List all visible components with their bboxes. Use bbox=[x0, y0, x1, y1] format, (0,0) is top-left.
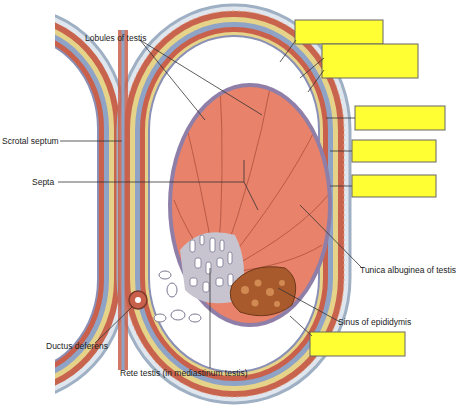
leader-line bbox=[326, 118, 355, 119]
part-label: Sinus of epididymis bbox=[338, 317, 411, 327]
answer-box bbox=[352, 140, 436, 162]
rete-tubule bbox=[217, 258, 223, 267]
leader-line bbox=[308, 70, 324, 92]
leader-line bbox=[244, 182, 258, 210]
epididymis bbox=[230, 267, 296, 316]
leader-line bbox=[140, 40, 205, 120]
rete-tubule bbox=[210, 238, 215, 252]
part-label: Scrotal septum bbox=[2, 136, 59, 146]
leader-line bbox=[244, 160, 245, 182]
tunica-albuginea bbox=[168, 83, 332, 327]
vessel bbox=[171, 310, 185, 320]
leader-line bbox=[210, 268, 211, 368]
ductus-lumen bbox=[135, 297, 141, 303]
left-scrotal-sac bbox=[55, 8, 126, 400]
fascia-layer bbox=[55, 25, 109, 383]
leader-line bbox=[330, 151, 352, 152]
leader-line bbox=[140, 40, 262, 115]
rete-testis bbox=[190, 235, 233, 292]
rete-tubule bbox=[216, 278, 223, 286]
vessel bbox=[189, 314, 201, 322]
part-label: Septa bbox=[32, 177, 54, 187]
answer-boxes bbox=[295, 20, 445, 356]
rete-tubule bbox=[190, 240, 195, 252]
answer-box bbox=[352, 175, 436, 197]
part-label: Rete testis (in mediastinum testis) bbox=[120, 368, 248, 378]
ductus-deferens bbox=[129, 291, 147, 309]
duct-section bbox=[241, 286, 249, 294]
leader-line bbox=[60, 141, 122, 142]
leader-line bbox=[290, 316, 312, 336]
cremaster-layer bbox=[55, 30, 104, 378]
leader-line bbox=[278, 288, 340, 322]
leader-line bbox=[280, 40, 296, 62]
answer-box bbox=[322, 44, 418, 78]
duct-section bbox=[252, 300, 259, 307]
answer-box bbox=[310, 332, 405, 356]
part-label: Tunica albuginea of testis bbox=[360, 265, 456, 275]
duct-section bbox=[266, 288, 274, 296]
fascia-layer bbox=[135, 22, 333, 386]
duct-section bbox=[274, 301, 280, 307]
vessel bbox=[167, 283, 177, 297]
leader-line bbox=[58, 182, 244, 183]
part-label: Lobules of testis bbox=[85, 33, 146, 43]
septum-line bbox=[230, 195, 328, 268]
fascia-layer bbox=[130, 17, 338, 391]
duct-section bbox=[255, 280, 262, 287]
cord-vessels bbox=[154, 271, 201, 322]
leader-lines bbox=[58, 40, 362, 368]
rete-tubule bbox=[203, 282, 209, 292]
rete-tubule bbox=[200, 235, 204, 245]
leader-line bbox=[300, 205, 362, 268]
answer-box bbox=[355, 106, 445, 130]
rete-tubule bbox=[228, 252, 232, 264]
rete-tubule bbox=[195, 258, 201, 268]
leader-line bbox=[330, 186, 352, 187]
leader-line bbox=[95, 307, 132, 343]
vessel bbox=[159, 271, 171, 279]
skin-layer bbox=[55, 8, 126, 400]
rete-tubule bbox=[220, 240, 224, 251]
part-label: Ductus deferens bbox=[46, 341, 108, 351]
testis bbox=[172, 87, 328, 323]
dartos-layer bbox=[55, 14, 120, 394]
scrotal-septum bbox=[122, 30, 125, 370]
rete-tubule bbox=[190, 278, 197, 286]
vessel bbox=[154, 314, 166, 322]
answer-box bbox=[295, 20, 383, 44]
tunica-vaginalis bbox=[55, 36, 98, 372]
duct-section bbox=[279, 280, 285, 286]
epididymis-duct bbox=[241, 280, 285, 308]
